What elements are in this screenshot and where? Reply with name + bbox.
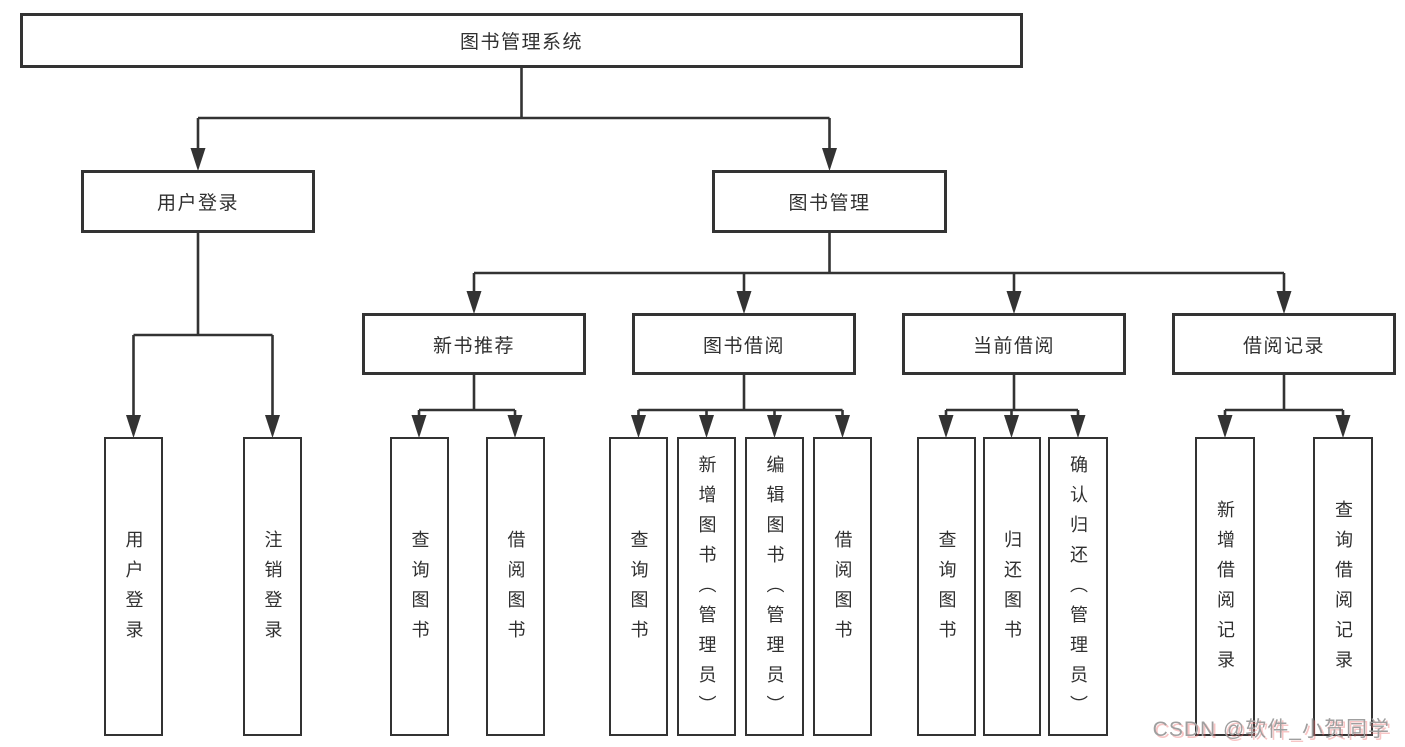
leaf-newbook-query: 查询图书 bbox=[390, 437, 449, 736]
node-book-borrow-label: 图书借阅 bbox=[702, 335, 785, 357]
leaf-records-query-label: 查询借阅记录 bbox=[1333, 499, 1353, 680]
node-current-borrow: 当前借阅 bbox=[902, 313, 1126, 375]
node-new-book-recommend-label: 新书推荐 bbox=[432, 335, 515, 357]
node-user-login-label: 用户登录 bbox=[156, 193, 239, 214]
leaf-borrow-query-label: 查询图书 bbox=[628, 529, 649, 650]
node-borrow-records: 借阅记录 bbox=[1172, 313, 1396, 375]
csdn-watermark: CSDN @软件_小贺同学 bbox=[1152, 718, 1390, 741]
leaf-current-query-label: 查询图书 bbox=[936, 529, 957, 650]
leaf-borrow-borrow: 借阅图书 bbox=[813, 437, 872, 736]
leaf-borrow-edit-label: 编辑图书（管理员） bbox=[764, 454, 785, 725]
node-borrow-records-label: 借阅记录 bbox=[1242, 335, 1325, 357]
leaf-logout-label: 注销登录 bbox=[262, 529, 283, 650]
leaf-current-confirm-label: 确认归还（管理员） bbox=[1068, 454, 1088, 725]
leaf-newbook-query-label: 查询图书 bbox=[409, 529, 430, 650]
leaf-current-query: 查询图书 bbox=[917, 437, 976, 736]
node-library-system-label: 图书管理系统 bbox=[459, 32, 583, 53]
node-current-borrow-label: 当前借阅 bbox=[972, 335, 1055, 357]
leaf-borrow-add-label: 新增图书（管理员） bbox=[696, 454, 717, 725]
leaf-borrow-borrow-label: 借阅图书 bbox=[832, 529, 853, 650]
leaf-records-add: 新增借阅记录 bbox=[1195, 437, 1255, 736]
node-book-management-label: 图书管理 bbox=[788, 193, 871, 214]
node-book-management: 图书管理 bbox=[712, 170, 947, 233]
leaf-records-add-label: 新增借阅记录 bbox=[1215, 499, 1235, 680]
node-library-system: 图书管理系统 bbox=[20, 13, 1023, 68]
leaf-user-login-label: 用户登录 bbox=[123, 529, 144, 650]
leaf-logout: 注销登录 bbox=[243, 437, 302, 736]
leaf-user-login: 用户登录 bbox=[104, 437, 163, 736]
node-new-book-recommend: 新书推荐 bbox=[362, 313, 586, 375]
leaf-current-confirm: 确认归还（管理员） bbox=[1048, 437, 1108, 736]
leaf-current-return-label: 归还图书 bbox=[1002, 529, 1022, 650]
node-user-login: 用户登录 bbox=[81, 170, 315, 233]
leaf-borrow-add: 新增图书（管理员） bbox=[677, 437, 736, 736]
arrowheads bbox=[126, 148, 1351, 438]
leaf-borrow-edit: 编辑图书（管理员） bbox=[745, 437, 804, 736]
leaf-borrow-query: 查询图书 bbox=[609, 437, 668, 736]
leaf-newbook-borrow: 借阅图书 bbox=[486, 437, 545, 736]
leaf-newbook-borrow-label: 借阅图书 bbox=[505, 529, 526, 650]
leaf-current-return: 归还图书 bbox=[983, 437, 1041, 736]
node-book-borrow: 图书借阅 bbox=[632, 313, 856, 375]
leaf-records-query: 查询借阅记录 bbox=[1313, 437, 1373, 736]
